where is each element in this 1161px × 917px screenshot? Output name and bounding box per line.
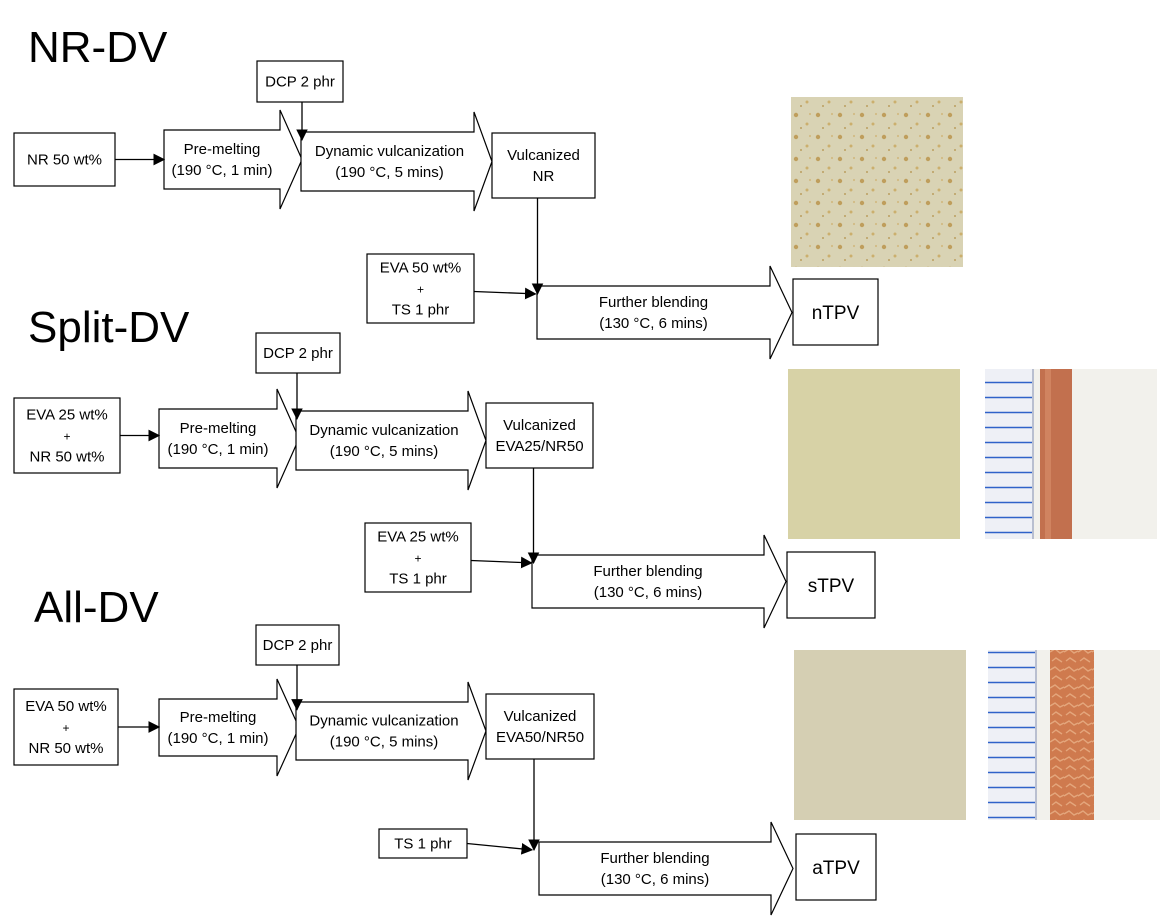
result-label: aTPV [812, 858, 860, 879]
premelting-label-line: (190 °C, 1 min) [167, 441, 268, 458]
crosslinker-box [255, 332, 341, 374]
further-blending-label-line: Further blending [593, 563, 702, 580]
result-label: sTPV [808, 576, 855, 597]
result-label: nTPV [812, 303, 860, 324]
premelting-label-line: Pre-melting [184, 141, 261, 158]
input-label-line: NR 50 wt% [29, 449, 104, 466]
dv-label-line: Dynamic vulcanization [309, 713, 458, 730]
second-input-label-line: EVA 50 wt% [380, 260, 461, 277]
dv-label-line: Dynamic vulcanization [315, 143, 464, 160]
further-blending-label-line: (130 °C, 6 mins) [601, 871, 710, 888]
premelting-step [158, 388, 300, 489]
input-box [13, 397, 121, 474]
dv-label-line: (190 °C, 5 mins) [330, 443, 439, 460]
dynamic-vulcanization-step [295, 390, 487, 491]
input-label-line: EVA 25 wt% [26, 407, 107, 424]
premelting-label-line: Pre-melting [180, 709, 257, 726]
vulcanized-label-line: NR [533, 168, 555, 185]
crosslinker-box [255, 624, 340, 666]
all-dv-strand-photo [988, 650, 1160, 820]
vulcanized-box [485, 402, 594, 469]
crosslinker-label: DCP 2 phr [263, 637, 333, 654]
premelting-step [163, 109, 303, 210]
split-dv-film-photo [788, 369, 960, 539]
second-input-label-line: TS 1 phr [394, 836, 452, 853]
vulcanized-box [491, 132, 596, 199]
section-title: Split-DV [28, 303, 190, 352]
result-box [786, 551, 876, 619]
second-input-box [378, 828, 468, 859]
premelting-step [158, 678, 300, 777]
all-dv-film-photo [794, 650, 966, 820]
input-box [13, 132, 116, 187]
crosslinker-label: DCP 2 phr [265, 74, 335, 91]
vulcanized-label-line: Vulcanized [507, 147, 580, 164]
further-blending-step [531, 534, 787, 629]
vulcanized-label-line: Vulcanized [504, 708, 577, 725]
further-blending-label-line: Further blending [600, 850, 709, 867]
input-label-line: + [63, 430, 70, 444]
input-label-line: + [62, 721, 69, 735]
further-blending-label-line: (130 °C, 6 mins) [594, 584, 703, 601]
dv-label-line: (190 °C, 5 mins) [330, 734, 439, 751]
dynamic-vulcanization-step [300, 111, 493, 212]
input-label-line: NR 50 wt% [28, 740, 103, 757]
dv-label-line: Dynamic vulcanization [309, 422, 458, 439]
premelting-label-line: (190 °C, 1 min) [171, 162, 272, 179]
premelting-label-line: Pre-melting [180, 420, 257, 437]
input-box [13, 688, 119, 766]
second-input-label-line: TS 1 phr [392, 302, 450, 319]
vulcanized-label-line: EVA25/NR50 [495, 438, 583, 455]
second-input-arrow [470, 556, 533, 569]
section-split-dv: Split-DV EVA 25 wt% + NR 50 wt% Pre-melting (… [13, 303, 876, 629]
premelting-label-line: (190 °C, 1 min) [167, 730, 268, 747]
second-input-label-line: TS 1 phr [389, 571, 447, 588]
nr-dv-film-photo [791, 97, 963, 267]
crosslinker-box [256, 60, 344, 103]
vulcanized-label-line: EVA50/NR50 [496, 729, 584, 746]
result-box [795, 833, 877, 901]
second-input-label-line: + [414, 552, 421, 566]
further-blending-step [538, 821, 794, 916]
second-input-label-line: + [417, 283, 424, 297]
section-all-dv: All-DV EVA 50 wt% + NR 50 wt% Pre-melting (19… [13, 583, 877, 916]
second-input-box [366, 253, 475, 324]
crosslinker-label: DCP 2 phr [263, 345, 333, 362]
second-input-label-line: EVA 25 wt% [377, 529, 458, 546]
split-dv-strand-photo [985, 369, 1157, 539]
further-blending-label-line: Further blending [599, 294, 708, 311]
dv-label-line: (190 °C, 5 mins) [335, 164, 444, 181]
section-nr-dv: NR-DV NR 50 wt% Pre-melting (190 °C, 1 min)… [13, 23, 879, 360]
second-input-box [364, 522, 472, 593]
further-blending-step [536, 265, 793, 360]
vulcanized-box [485, 693, 595, 760]
dynamic-vulcanization-step [295, 681, 487, 781]
vulcanized-label-line: Vulcanized [503, 417, 576, 434]
further-blending-label-line: (130 °C, 6 mins) [599, 315, 708, 332]
section-title: All-DV [34, 583, 159, 632]
input-label-line: NR 50 wt% [27, 152, 102, 169]
section-title: NR-DV [28, 23, 168, 72]
second-input-arrow [473, 287, 537, 300]
second-input-arrow [466, 842, 534, 855]
result-box [792, 278, 879, 346]
input-label-line: EVA 50 wt% [25, 698, 106, 715]
